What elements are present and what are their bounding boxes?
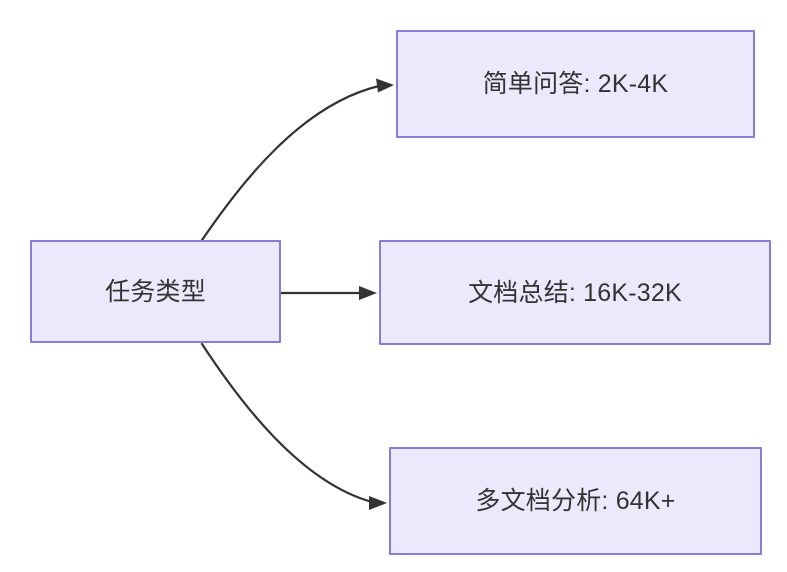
node-simple-qa[interactable]: 简单问答: 2K-4K	[396, 30, 755, 138]
edge-to-multi-doc-line	[200, 342, 374, 504]
edge-to-doc-summary	[279, 286, 377, 300]
edge-to-multi-doc	[200, 342, 387, 510]
node-task-type[interactable]: 任务类型	[30, 240, 281, 343]
edge-to-simple-qa-arrowhead	[376, 78, 394, 93]
node-multi-doc[interactable]: 多文档分析: 64K+	[389, 447, 762, 555]
edge-to-multi-doc-arrowhead	[369, 496, 387, 510]
node-doc-summary-label: 文档总结: 16K-32K	[468, 278, 682, 307]
node-task-type-label: 任务类型	[105, 277, 206, 306]
edge-to-simple-qa-line	[200, 84, 381, 242]
node-multi-doc-label: 多文档分析: 64K+	[475, 487, 676, 515]
node-doc-summary[interactable]: 文档总结: 16K-32K	[379, 240, 771, 345]
node-simple-qa-label: 简单问答: 2K-4K	[482, 70, 669, 98]
edge-to-doc-summary-arrowhead	[359, 286, 377, 300]
edge-to-simple-qa	[200, 78, 394, 242]
